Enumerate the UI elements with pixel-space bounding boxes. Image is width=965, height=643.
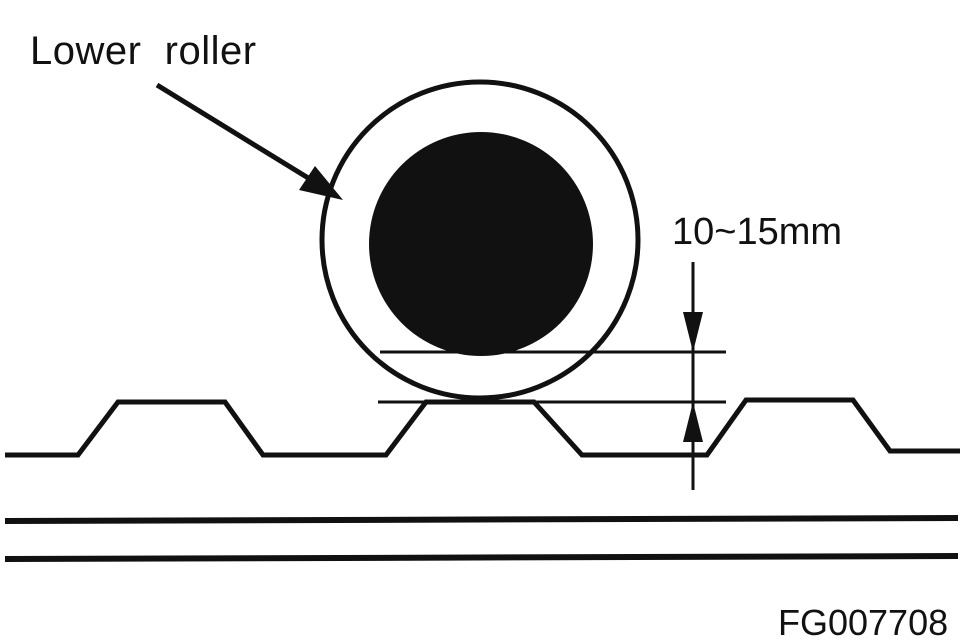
leader-line [155, 82, 320, 187]
track-shoe-profile [5, 397, 960, 458]
leader-arrowhead-icon [299, 166, 343, 200]
track-link-lower-line [4, 553, 959, 562]
dimension-arrow-down-icon [683, 312, 703, 352]
sag-dimension-label: 10~15mm [672, 211, 843, 253]
figure-code-label: FG007708 [778, 602, 949, 643]
lower-roller-hub [369, 132, 593, 356]
dimension-arrow-up-icon [683, 402, 703, 442]
lower-roller-label: Lower roller [30, 29, 257, 73]
lower-roller-outer-ring [319, 79, 641, 401]
track-link-upper-line [4, 515, 959, 524]
